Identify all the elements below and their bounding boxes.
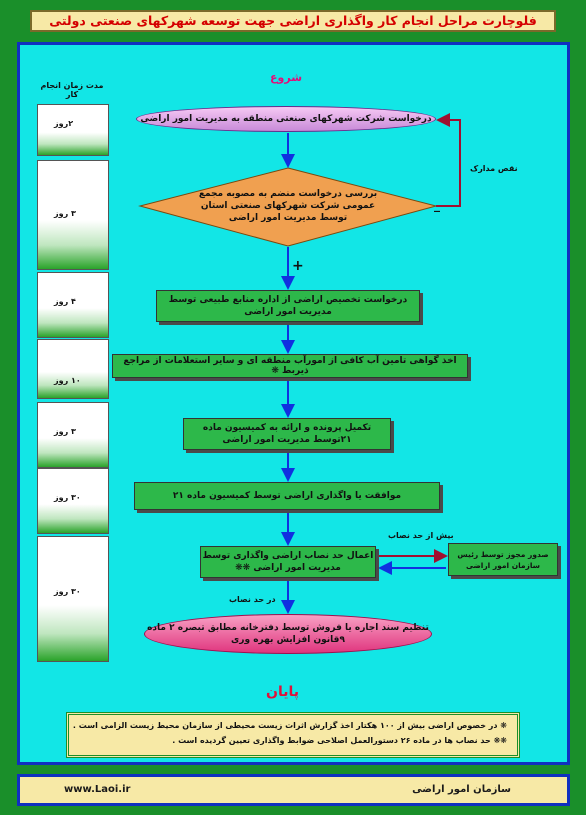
duration-value: ۱۰ روز bbox=[54, 376, 81, 385]
duration-value: ۳ روز bbox=[54, 427, 76, 436]
duration-box: ۲روز bbox=[37, 104, 109, 156]
duration-box: ۳ روز bbox=[37, 402, 109, 468]
apply-threshold-node: اعمال حد نصاب اراضی واگذاری توسط مدیریت … bbox=[200, 546, 376, 578]
duration-header: مدت زمان انجام کار bbox=[40, 81, 104, 99]
below-threshold-label: در حد نصاب bbox=[229, 595, 276, 604]
incomplete-documents-label: نقص مدارک bbox=[470, 164, 518, 173]
request-node: درخواست شرکت شهرکهای صنعتی منطقه به مدیر… bbox=[136, 106, 436, 132]
lease-document-node: تنظیم سند اجاره یا فروش توسط دفترخانه مط… bbox=[144, 614, 432, 654]
end-label: پایان bbox=[266, 684, 299, 700]
duration-value: ۳ روز bbox=[54, 209, 76, 218]
duration-box: ۴ روز bbox=[37, 272, 109, 338]
negative-branch-label: _ bbox=[434, 198, 440, 212]
footer-organization: سازمان امور اراضی bbox=[412, 784, 511, 795]
permit-node: صدور مجوز توسط رئیس سازمان امور اراضی bbox=[448, 543, 558, 576]
allocation-node: درخواست تخصیص اراضی از اداره منابع طبیعی… bbox=[156, 290, 420, 322]
above-threshold-label: بیش از حد نصاب bbox=[388, 531, 454, 540]
duration-box: ۱۰ روز bbox=[37, 339, 109, 399]
notes-box: ❋ در خصوص اراضی بیش از ۱۰۰ هکتار اخذ گزا… bbox=[66, 712, 520, 758]
note-item: ❋❋ حد نصاب ها در ماده ۲۶ دستورالعمل اصلا… bbox=[172, 736, 507, 745]
dossier-node: تکمیل پرونده و ارائه به کمیسیون ماده ۲۱ت… bbox=[183, 418, 391, 450]
page-title: فلوچارت مراحل انجام کار واگذاری اراضی جه… bbox=[30, 10, 556, 32]
positive-branch-label: + bbox=[292, 258, 304, 274]
duration-box: ۳ روز bbox=[37, 160, 109, 270]
duration-box: ۳۰ روز bbox=[37, 536, 109, 662]
footer-bar: www.Laoi.ir سازمان امور اراضی bbox=[17, 774, 570, 806]
approval-node: موافقت یا واگذاری اراضی توسط کمیسیون ماد… bbox=[134, 482, 440, 510]
review-decision-label: بررسی درخواست منضم به مصوبه مجمع عمومی ش… bbox=[198, 189, 378, 223]
duration-value: ۴ روز bbox=[54, 297, 76, 306]
water-certificate-node: اخذ گواهی تامین آب کافی از امورآب منطقه … bbox=[112, 354, 468, 378]
duration-box: ۳۰ روز bbox=[37, 468, 109, 534]
duration-value: ۲روز bbox=[54, 119, 74, 128]
start-label: شروع bbox=[270, 71, 303, 84]
note-item: ❋ در خصوص اراضی بیش از ۱۰۰ هکتار اخذ گزا… bbox=[72, 721, 507, 730]
duration-value: ۳۰ روز bbox=[54, 587, 81, 596]
footer-url-link[interactable]: www.Laoi.ir bbox=[64, 784, 131, 795]
duration-value: ۳۰ روز bbox=[54, 493, 81, 502]
